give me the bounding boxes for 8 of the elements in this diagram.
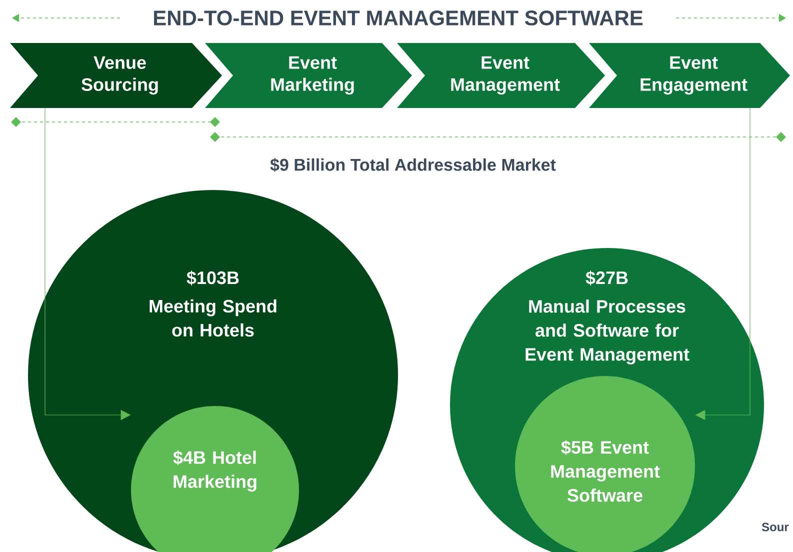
chevron-step: Event Marketing: [205, 43, 412, 108]
chevron-step: Event Management: [397, 43, 605, 108]
market-heading: $9 Billion Total Addressable Market: [270, 158, 556, 172]
node-label: Event Management: [451, 56, 560, 95]
source-note: Sour: [762, 522, 789, 532]
chevron-step: Venue Sourcing: [10, 43, 222, 108]
chevron-step: Event Engagement: [589, 43, 790, 108]
title: END-TO-END EVENT MANAGEMENT SOFTWARE: [154, 10, 643, 26]
